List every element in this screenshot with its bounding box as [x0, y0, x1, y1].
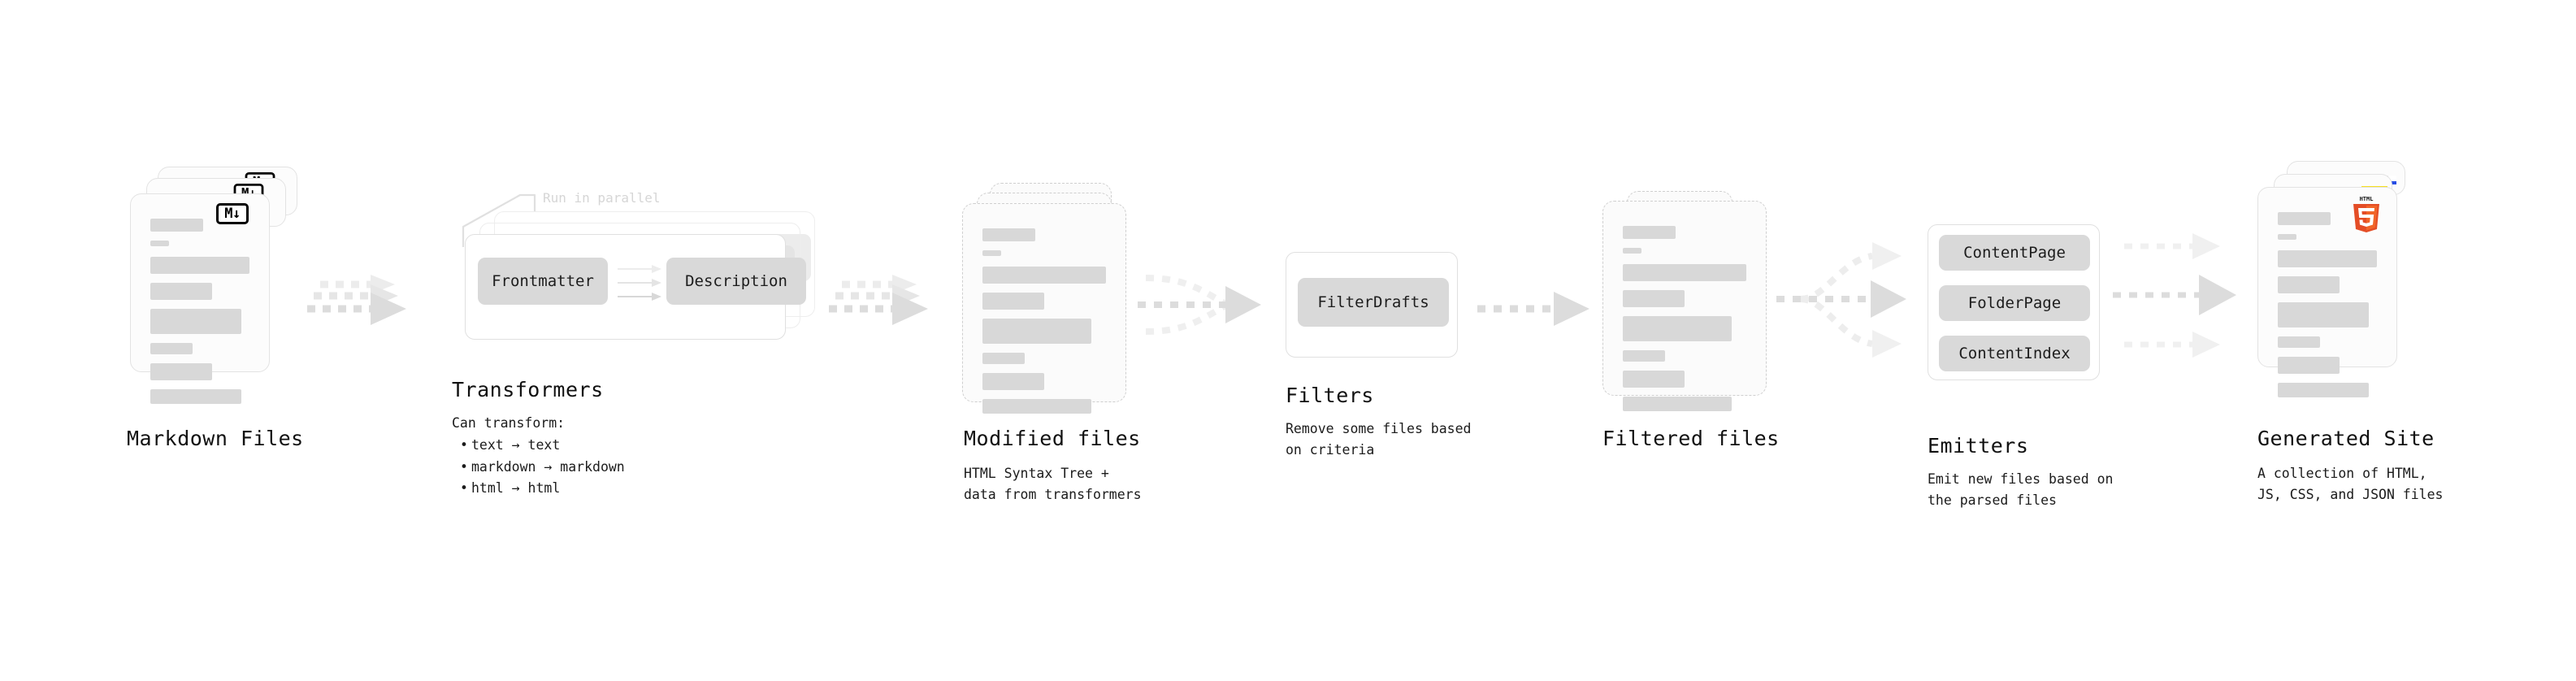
- placeholder-bar: [982, 250, 1001, 256]
- placeholder-bar: [150, 363, 212, 380]
- transformers-bullet-list: •text → text •markdown → markdown •html …: [460, 435, 625, 500]
- markdown-badge-arrow: ↓: [249, 187, 256, 200]
- emitters-subtitle: Emit new files based on the parsed files: [1928, 471, 2114, 508]
- markdown-badge-front: M↓: [216, 203, 249, 224]
- placeholder-bars: [982, 228, 1106, 423]
- bullet-dot-icon: •: [460, 437, 468, 453]
- label-filtered-files: Filtered files: [1602, 427, 1780, 450]
- placeholder-bar: [1623, 226, 1676, 239]
- placeholder-bar: [150, 241, 169, 246]
- placeholder-bar: [150, 257, 249, 274]
- emitter-pill-contentpage[interactable]: ContentPage: [1939, 235, 2090, 271]
- placeholder-bar: [982, 353, 1025, 364]
- arrow-filtered-to-emitters: [1776, 242, 1906, 358]
- label-transformers: Transformers: [452, 378, 604, 401]
- placeholder-bars: [1623, 226, 1746, 420]
- emitter-pill-folderpage[interactable]: FolderPage: [1939, 285, 2090, 321]
- placeholder-bars: [2278, 212, 2377, 406]
- transformer-pill-frontmatter[interactable]: Frontmatter: [478, 258, 608, 305]
- emitter-pill-contentindex[interactable]: ContentIndex: [1939, 336, 2090, 371]
- placeholder-bar: [150, 343, 193, 354]
- filters-subtitle: Remove some files based on criteria: [1286, 421, 1472, 458]
- placeholder-bar: [2278, 383, 2370, 397]
- markdown-card-front: [130, 193, 270, 404]
- placeholder-bar: [1623, 248, 1641, 254]
- modified-files-subtitle: HTML Syntax Tree + data from transformer…: [964, 466, 1142, 502]
- list-item-label: html → html: [471, 480, 561, 497]
- placeholder-bar: [2278, 212, 2331, 225]
- placeholder-bar: [150, 283, 212, 300]
- transformer-pill-label: Frontmatter: [492, 272, 594, 290]
- placeholder-bar: [982, 319, 1091, 344]
- filtered-card-front: [1602, 201, 1767, 411]
- filters-box: FilterDrafts: [1286, 252, 1458, 358]
- placeholder-bar: [150, 219, 203, 232]
- placeholder-bar: [982, 399, 1091, 414]
- markdown-badge-arrow: ↓: [232, 205, 241, 222]
- label-emitters: Emitters: [1928, 434, 2029, 458]
- placeholder-bar: [1623, 350, 1665, 362]
- transformer-pill-label: Description: [685, 272, 787, 290]
- placeholder-bar: [1623, 397, 1732, 411]
- placeholder-bar: [2278, 250, 2377, 267]
- placeholder-bar: [982, 228, 1035, 241]
- list-item: •markdown → markdown: [460, 457, 625, 479]
- placeholder-bar: [150, 389, 242, 404]
- transformer-pill-description[interactable]: Description: [666, 258, 806, 305]
- label-filters: Filters: [1286, 384, 1374, 407]
- label-modified-files: Modified files: [964, 427, 1141, 450]
- list-item-label: text → text: [471, 437, 561, 453]
- emitter-pill-label: ContentIndex: [1958, 345, 2071, 362]
- placeholder-bar: [982, 293, 1044, 310]
- label-generated-site: Generated Site: [2257, 427, 2435, 450]
- annotation-run-in-parallel: Run in parallel: [543, 190, 661, 206]
- label-markdown-files: Markdown Files: [127, 427, 304, 450]
- emitter-pill-label: ContentPage: [1963, 244, 2066, 262]
- arrow-modified-to-filters: [1138, 275, 1261, 335]
- bullet-dot-icon: •: [460, 458, 468, 475]
- placeholder-bar: [150, 309, 242, 334]
- placeholder-bar: [982, 373, 1044, 390]
- placeholder-bar: [2278, 302, 2370, 327]
- arrow-markdown-to-transformers: [307, 275, 406, 325]
- generated-site-subtitle: A collection of HTML, JS, CSS, and JSON …: [2257, 466, 2444, 502]
- placeholder-bar: [1623, 290, 1685, 307]
- markdown-badge-letter: M: [224, 205, 232, 222]
- bullet-dot-icon: •: [460, 480, 468, 497]
- modified-card-front: [962, 203, 1126, 414]
- placeholder-bar: [2278, 336, 2320, 348]
- arrow-filters-to-filtered: [1477, 292, 1589, 326]
- placeholder-bar: [1623, 316, 1732, 341]
- transformers-subtitle: Can transform:: [452, 415, 566, 431]
- placeholder-bar: [1623, 264, 1746, 281]
- placeholder-bar: [982, 267, 1106, 284]
- placeholder-bar: [2278, 234, 2296, 240]
- run-in-parallel-bracket: [462, 193, 536, 247]
- transformer-inner-arrows: [618, 265, 661, 301]
- list-item: •html → html: [460, 478, 625, 500]
- filter-pill-filterdrafts[interactable]: FilterDrafts: [1298, 278, 1449, 327]
- placeholder-bar: [1623, 371, 1685, 388]
- emitters-box: ContentPage FolderPage ContentIndex: [1928, 224, 2100, 380]
- markdown-badge-letter: M: [241, 187, 249, 200]
- placeholder-bar: [2278, 357, 2340, 374]
- arrow-emitters-to-site: [2113, 233, 2236, 358]
- list-item-label: markdown → markdown: [471, 458, 625, 475]
- placeholder-bars: [150, 219, 249, 413]
- arrow-transformers-to-modified: [829, 275, 928, 325]
- html5-badge-top-label: HTML: [2360, 196, 2374, 202]
- emitter-pill-label: FolderPage: [1967, 294, 2062, 312]
- html5-badge: HTML: [2349, 193, 2383, 232]
- placeholder-bar: [2278, 276, 2340, 293]
- filter-pill-label: FilterDrafts: [1317, 293, 1429, 311]
- html5-shield-icon: HTML: [2353, 196, 2379, 232]
- list-item: •text → text: [460, 435, 625, 457]
